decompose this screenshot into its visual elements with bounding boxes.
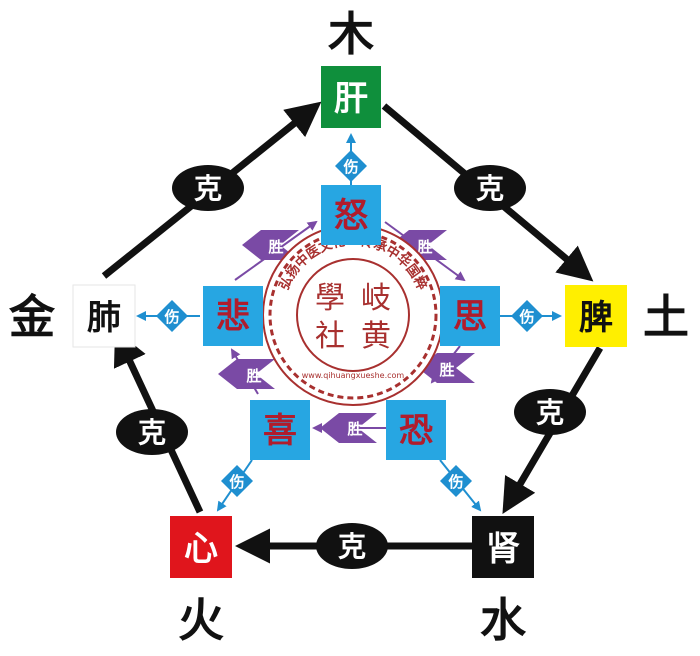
restrain-tag: 克 bbox=[316, 523, 388, 569]
seal-char: 學 bbox=[315, 281, 345, 316]
seal: 弘扬中医文化 · 传承中华国粹 www.qihuangxueshe.com 學 … bbox=[262, 224, 444, 406]
element-earth: 土 bbox=[643, 290, 689, 344]
svg-text:克: 克 bbox=[536, 396, 564, 429]
overcome-tag: 胜 bbox=[320, 413, 377, 443]
svg-text:悲: 悲 bbox=[216, 297, 250, 337]
overcome-tag: 胜 bbox=[242, 230, 299, 260]
svg-text:肺: 肺 bbox=[87, 298, 121, 338]
overcome-tag: 胜 bbox=[218, 359, 275, 389]
svg-text:胜: 胜 bbox=[268, 238, 283, 256]
element-labels: 木 土 水 火 金 bbox=[8, 7, 689, 647]
emotion-fear: 恐 bbox=[386, 400, 446, 460]
harm-links: 伤 伤 伤 伤 伤 bbox=[136, 133, 562, 512]
emotion-grief: 悲 bbox=[203, 286, 263, 346]
svg-text:肝: 肝 bbox=[334, 79, 368, 119]
element-fire: 火 bbox=[178, 593, 224, 647]
overcome-tag: 胜 bbox=[418, 353, 475, 383]
svg-text:肾: 肾 bbox=[486, 529, 520, 569]
svg-text:胜: 胜 bbox=[347, 420, 362, 438]
harm-tag: 伤 bbox=[221, 465, 253, 497]
seal-char: 岐 bbox=[361, 281, 391, 316]
emotions: 怒 思 恐 喜 悲 bbox=[203, 185, 500, 460]
seal-url: www.qihuangxueshe.com bbox=[302, 371, 405, 380]
restrain-tag: 克 bbox=[172, 165, 244, 211]
organ-liver: 肝 bbox=[321, 66, 381, 128]
svg-text:伤: 伤 bbox=[518, 308, 534, 326]
organ-heart: 心 bbox=[170, 516, 232, 578]
svg-text:伤: 伤 bbox=[163, 308, 179, 326]
emotion-anger: 怒 bbox=[321, 185, 381, 245]
restrain-cycle: 克 克 克 克 克 bbox=[101, 101, 604, 569]
restrain-tag: 克 bbox=[116, 409, 188, 455]
svg-text:胜: 胜 bbox=[439, 361, 454, 379]
organ-lung: 肺 bbox=[72, 284, 136, 348]
svg-text:胜: 胜 bbox=[246, 367, 261, 385]
emotion-thought: 思 bbox=[440, 286, 500, 346]
svg-text:心: 心 bbox=[184, 529, 218, 569]
emotion-joy: 喜 bbox=[250, 400, 310, 460]
svg-text:胜: 胜 bbox=[417, 238, 432, 256]
organ-kidney: 肾 bbox=[472, 516, 534, 578]
svg-text:脾: 脾 bbox=[579, 298, 613, 338]
element-metal: 金 bbox=[8, 290, 56, 344]
restrain-tag: 克 bbox=[454, 165, 526, 211]
svg-text:怒: 怒 bbox=[334, 196, 368, 236]
organs: 肝 脾 肾 心 肺 bbox=[72, 66, 627, 578]
svg-text:克: 克 bbox=[194, 172, 222, 205]
svg-text:恐: 恐 bbox=[399, 411, 433, 451]
seal-char: 社 bbox=[315, 319, 345, 354]
svg-text:喜: 喜 bbox=[263, 411, 297, 451]
svg-text:伤: 伤 bbox=[228, 473, 244, 491]
harm-tag: 伤 bbox=[335, 150, 367, 182]
svg-text:伤: 伤 bbox=[342, 158, 358, 176]
seal-char: 黄 bbox=[361, 319, 391, 354]
svg-text:克: 克 bbox=[138, 416, 166, 449]
svg-text:克: 克 bbox=[476, 172, 504, 205]
svg-text:伤: 伤 bbox=[447, 473, 463, 491]
svg-text:克: 克 bbox=[338, 530, 366, 563]
element-wood: 木 bbox=[328, 7, 374, 61]
element-water: 水 bbox=[480, 593, 527, 647]
organ-spleen: 脾 bbox=[565, 285, 627, 347]
restrain-tag: 克 bbox=[514, 389, 586, 435]
svg-text:思: 思 bbox=[453, 297, 487, 337]
harm-tag: 伤 bbox=[511, 300, 543, 332]
harm-tag: 伤 bbox=[156, 300, 188, 332]
harm-tag: 伤 bbox=[440, 465, 472, 497]
